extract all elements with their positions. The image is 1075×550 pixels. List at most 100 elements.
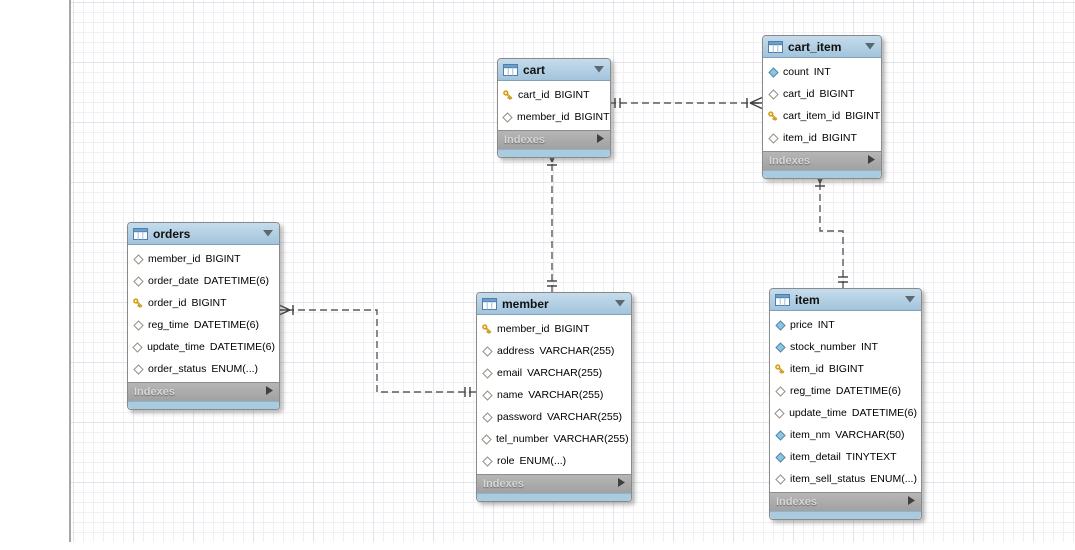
column-type: DATETIME(6): [209, 341, 275, 353]
column-type: BIGINT: [828, 363, 864, 375]
indexes-section[interactable]: Indexes: [128, 382, 279, 401]
collapse-triangle-icon[interactable]: [262, 229, 274, 238]
diamond-outline-icon: [481, 389, 493, 401]
diamond-outline-icon: [481, 345, 493, 357]
expand-arrow-icon[interactable]: [618, 478, 625, 490]
table-title: member: [502, 296, 549, 311]
column-member_id[interactable]: member_id BIGINT: [128, 248, 279, 270]
diamond-outline-icon: [481, 411, 493, 423]
diamond-filled-icon: [767, 66, 779, 78]
indexes-section[interactable]: Indexes: [498, 130, 610, 149]
column-name: member_id: [148, 253, 201, 265]
table-header[interactable]: member: [477, 293, 631, 315]
column-type: VARCHAR(255): [539, 345, 615, 357]
expand-arrow-icon[interactable]: [908, 496, 915, 508]
column-type: ENUM(...): [211, 363, 259, 375]
table-header[interactable]: orders: [128, 223, 279, 245]
relationship-item-cart_item[interactable]: [813, 170, 849, 288]
column-type: BIGINT: [191, 297, 227, 309]
column-type: BIGINT: [574, 111, 610, 123]
expand-arrow-icon[interactable]: [868, 155, 875, 167]
relationship-member-cart[interactable]: [545, 149, 559, 292]
column-name: name: [497, 389, 524, 401]
table-header[interactable]: cart: [498, 59, 610, 81]
diamond-outline-icon: [132, 363, 144, 375]
indexes-section[interactable]: Indexes: [477, 474, 631, 493]
column-name: reg_time: [148, 319, 189, 331]
column-type: DATETIME(6): [851, 407, 917, 419]
diamond-outline-icon: [132, 275, 144, 287]
relationship-cart-cart_item[interactable]: [609, 96, 763, 110]
expand-arrow-icon[interactable]: [597, 134, 604, 146]
diamond-outline-icon: [767, 132, 779, 144]
table-title: cart: [523, 62, 546, 77]
table-bottom-strip: [763, 170, 881, 178]
column-type: BIGINT: [205, 253, 241, 265]
collapse-triangle-icon[interactable]: [904, 295, 916, 304]
collapse-triangle-icon[interactable]: [593, 65, 605, 74]
indexes-section[interactable]: Indexes: [763, 151, 881, 170]
collapse-triangle-icon[interactable]: [614, 299, 626, 308]
column-name: update_time: [789, 407, 847, 419]
column-type: DATETIME(6): [203, 275, 269, 287]
diamond-filled-icon: [774, 319, 786, 331]
column-name: role: [497, 455, 515, 467]
diamond-filled-icon: [774, 429, 786, 441]
column-order_id[interactable]: order_id BIGINT: [128, 292, 279, 314]
diamond-outline-icon: [481, 367, 493, 379]
column-type: VARCHAR(50): [835, 429, 905, 441]
diamond-outline-icon: [502, 111, 513, 123]
expand-arrow-icon[interactable]: [266, 386, 273, 398]
key-icon: [774, 363, 786, 375]
column-name: order_id: [148, 297, 187, 309]
indexes-section[interactable]: Indexes: [770, 492, 921, 511]
column-type: DATETIME(6): [835, 385, 901, 397]
key-icon: [481, 323, 493, 335]
table-icon: [768, 40, 783, 53]
column-name: price: [790, 319, 813, 331]
collapse-triangle-icon[interactable]: [864, 42, 876, 51]
diamond-filled-icon: [774, 451, 786, 463]
column-update_time[interactable]: update_time DATETIME(6): [770, 402, 921, 424]
indexes-label: Indexes: [769, 155, 810, 167]
table-header[interactable]: item: [770, 289, 921, 311]
table-icon: [775, 293, 790, 306]
relationship-member-orders[interactable]: [277, 303, 476, 398]
column-type: TINYTEXT: [845, 451, 897, 463]
diamond-outline-icon: [481, 433, 492, 445]
table-header[interactable]: cart_item: [763, 36, 881, 58]
